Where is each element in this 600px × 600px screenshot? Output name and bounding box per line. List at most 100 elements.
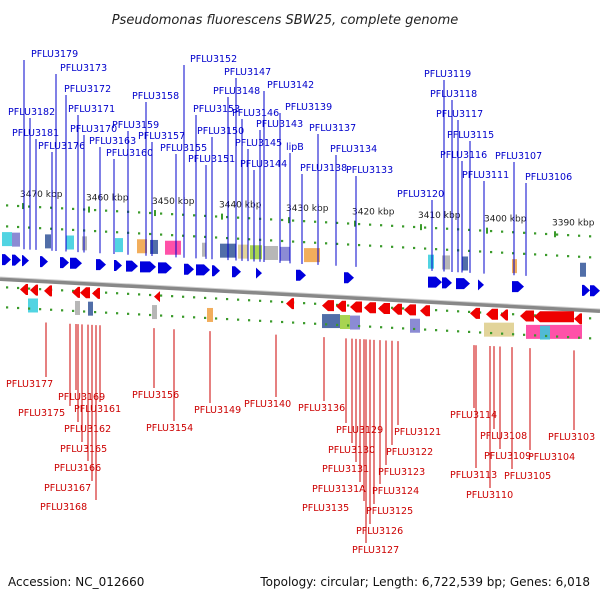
forward-gene-arrow	[126, 260, 138, 272]
scale-dot	[17, 204, 20, 208]
scale-dot	[138, 313, 141, 316]
scale-dot	[204, 235, 207, 239]
reverse-gene-label: PFLU3131A	[312, 484, 366, 495]
scale-dot	[248, 217, 251, 220]
scale-dot	[160, 294, 163, 297]
forward-gene-label: PFLU3144	[240, 159, 287, 170]
reverse-gene-label: PFLU3108	[480, 431, 527, 442]
forward-gene-label: PFLU3148	[213, 86, 260, 97]
reverse-gene-label: PFLU3167	[44, 483, 91, 494]
backbone	[0, 276, 600, 313]
scale-dot	[402, 225, 405, 228]
feature-bands	[2, 232, 586, 340]
feature-band	[28, 298, 38, 313]
forward-gene-arrow	[428, 276, 442, 288]
scale-dot	[72, 289, 75, 293]
scale-dot	[50, 308, 53, 311]
scale-tick-label: 3470 kbp	[20, 190, 63, 200]
scale-dot	[248, 299, 251, 302]
scale-dot	[380, 326, 383, 329]
scale-dot	[523, 333, 526, 336]
reverse-gene-label: PFLU3109	[484, 451, 531, 462]
feature-band	[88, 301, 93, 316]
scale-dot	[589, 256, 592, 259]
forward-gene-label: PFLU3182	[8, 107, 55, 118]
scale-dot	[314, 302, 317, 305]
feature-band	[115, 238, 123, 253]
feature-band	[410, 318, 420, 333]
scale-dot	[391, 306, 394, 309]
scale-dot	[358, 243, 361, 247]
scale-tick-mark	[221, 213, 223, 220]
scale-tick-mark	[554, 231, 556, 238]
scale-tick-label: 3450 kbp	[152, 197, 195, 207]
forward-gene-label: PFLU3147	[224, 67, 271, 78]
forward-gene-arrow	[140, 261, 156, 273]
scale-dot	[402, 246, 405, 249]
forward-gene-label: PFLU3142	[267, 80, 314, 91]
scale-dot	[413, 225, 416, 229]
scale-dot	[127, 292, 130, 295]
scale-dot	[182, 234, 185, 237]
scale-dot	[193, 316, 196, 319]
scale-dot	[72, 207, 75, 211]
forward-gene-label: PFLU3172	[64, 84, 111, 95]
scale-dot	[314, 241, 317, 244]
scale-dot	[171, 234, 174, 237]
forward-gene-label: PFLU3146	[232, 108, 279, 119]
scale-dot	[116, 231, 119, 234]
forward-gene-arrow	[40, 256, 48, 268]
scale-dot	[303, 322, 306, 325]
reverse-gene-label: PFLU3124	[372, 486, 419, 497]
reverse-gene-label: PFLU3136	[298, 403, 345, 414]
reverse-gene-label: PFLU3104	[528, 452, 575, 463]
forward-gene-label: PFLU3151	[188, 154, 235, 165]
reverse-gene-arrow	[404, 304, 416, 316]
scale-dot	[567, 255, 570, 258]
reverse-gene-label: PFLU3154	[146, 423, 193, 434]
reverse-gene-arrow	[470, 307, 480, 319]
scale-dot	[105, 311, 108, 314]
reverse-gene-label: PFLU3166	[54, 463, 101, 474]
feature-band	[340, 315, 350, 330]
reverse-gene-arrow	[30, 284, 38, 296]
scale-dot	[182, 213, 185, 216]
scale-dot	[369, 223, 372, 226]
forward-gene-label: PFLU3152	[190, 54, 237, 65]
scale-dot	[556, 254, 559, 257]
scale-dot	[578, 255, 581, 258]
topology-text: Topology: circular; Length: 6,722,539 bp…	[259, 575, 590, 589]
scale-dot	[215, 317, 218, 320]
reverse-gene-label: PFLU3156	[132, 390, 179, 401]
feature-band	[207, 307, 213, 322]
forward-gene-label: PFLU3145	[235, 138, 282, 149]
scale-dot	[567, 336, 570, 339]
forward-gene-arrow	[478, 279, 484, 291]
scale-dot	[545, 232, 548, 236]
forward-gene-arrow	[442, 277, 452, 289]
forward-gene-arrow	[114, 260, 122, 272]
reverse-gene-arrow	[420, 305, 430, 317]
forward-gene-arrow	[212, 265, 220, 277]
accession-text: Accession: NC_012660	[8, 575, 144, 589]
scale-dot	[39, 227, 42, 230]
scale-dot	[424, 247, 427, 250]
scale-dot	[479, 250, 482, 253]
scale-tick-label: 3440 kbp	[219, 201, 262, 211]
scale-dot	[193, 235, 196, 238]
reverse-gene-label: PFLU3113	[450, 470, 497, 481]
forward-gene-arrow	[456, 278, 470, 290]
scale-dot	[556, 335, 559, 338]
forward-gene-label: PFLU3137	[309, 123, 356, 134]
scale-dot	[501, 230, 504, 233]
scale-dot	[116, 210, 119, 213]
forward-gene-label: PFLU3106	[525, 172, 572, 183]
forward-gene-arrow	[512, 281, 524, 293]
scale-dot	[160, 233, 163, 236]
scale-dot	[149, 313, 152, 317]
forward-gene-arrow	[158, 262, 172, 274]
scale-tick-label: 3460 kbp	[86, 194, 129, 204]
forward-gene-label: PFLU3170	[70, 124, 117, 135]
scale-dot	[534, 334, 537, 337]
scale-dot	[380, 224, 383, 227]
